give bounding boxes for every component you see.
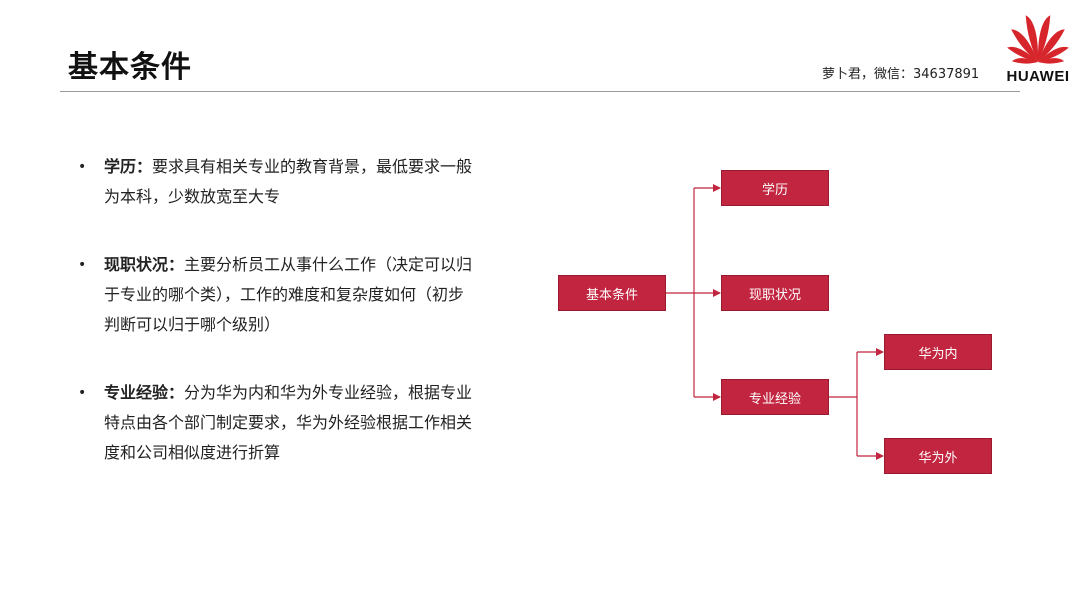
bullet-list: • 学历：要求具有相关专业的教育背景，最低要求一般为本科，少数放宽至大专 • 现… [78,152,478,506]
bullet-item-experience: • 专业经验：分为华为内和华为外专业经验，根据专业特点由各个部门制定要求，华为外… [78,378,478,468]
bullet-title: 学历： [104,157,153,176]
bullet-title: 现职状况： [104,255,185,274]
huawei-flower-icon [1007,15,1069,64]
bullet-item-job-status: • 现职状况：主要分析员工从事什么工作（决定可以归于专业的哪个类），工作的难度和… [78,250,478,340]
bullet-text: 主要分析员工从事什么工作（决定可以归于专业的哪个类），工作的难度和复杂度如何（初… [104,255,473,334]
logo-wordmark: HUAWEI [1006,68,1070,85]
node-education: 学历 [721,170,829,206]
node-inside-huawei: 华为内 [884,334,992,370]
node-basic-conditions: 基本条件 [558,275,666,311]
bullet-text: 分为华为内和华为外专业经验，根据专业特点由各个部门制定要求，华为外经验根据工作相… [104,383,473,462]
node-job-status: 现职状况 [721,275,829,311]
bullet-text: 要求具有相关专业的教育背景，最低要求一般为本科，少数放宽至大专 [104,157,473,206]
bullet-marker: • [78,385,87,401]
node-professional-experience: 专业经验 [721,379,829,415]
page-title: 基本条件 [68,50,192,85]
node-outside-huawei: 华为外 [884,438,992,474]
bullet-item-education: • 学历：要求具有相关专业的教育背景，最低要求一般为本科，少数放宽至大专 [78,152,478,212]
title-divider [60,91,1020,92]
bullet-marker: • [78,257,87,273]
contact-info: 萝卜君，微信：34637891 [822,67,980,82]
bullet-marker: • [78,159,87,175]
bullet-title: 专业经验： [104,383,185,402]
huawei-logo: HUAWEI [998,6,1078,88]
